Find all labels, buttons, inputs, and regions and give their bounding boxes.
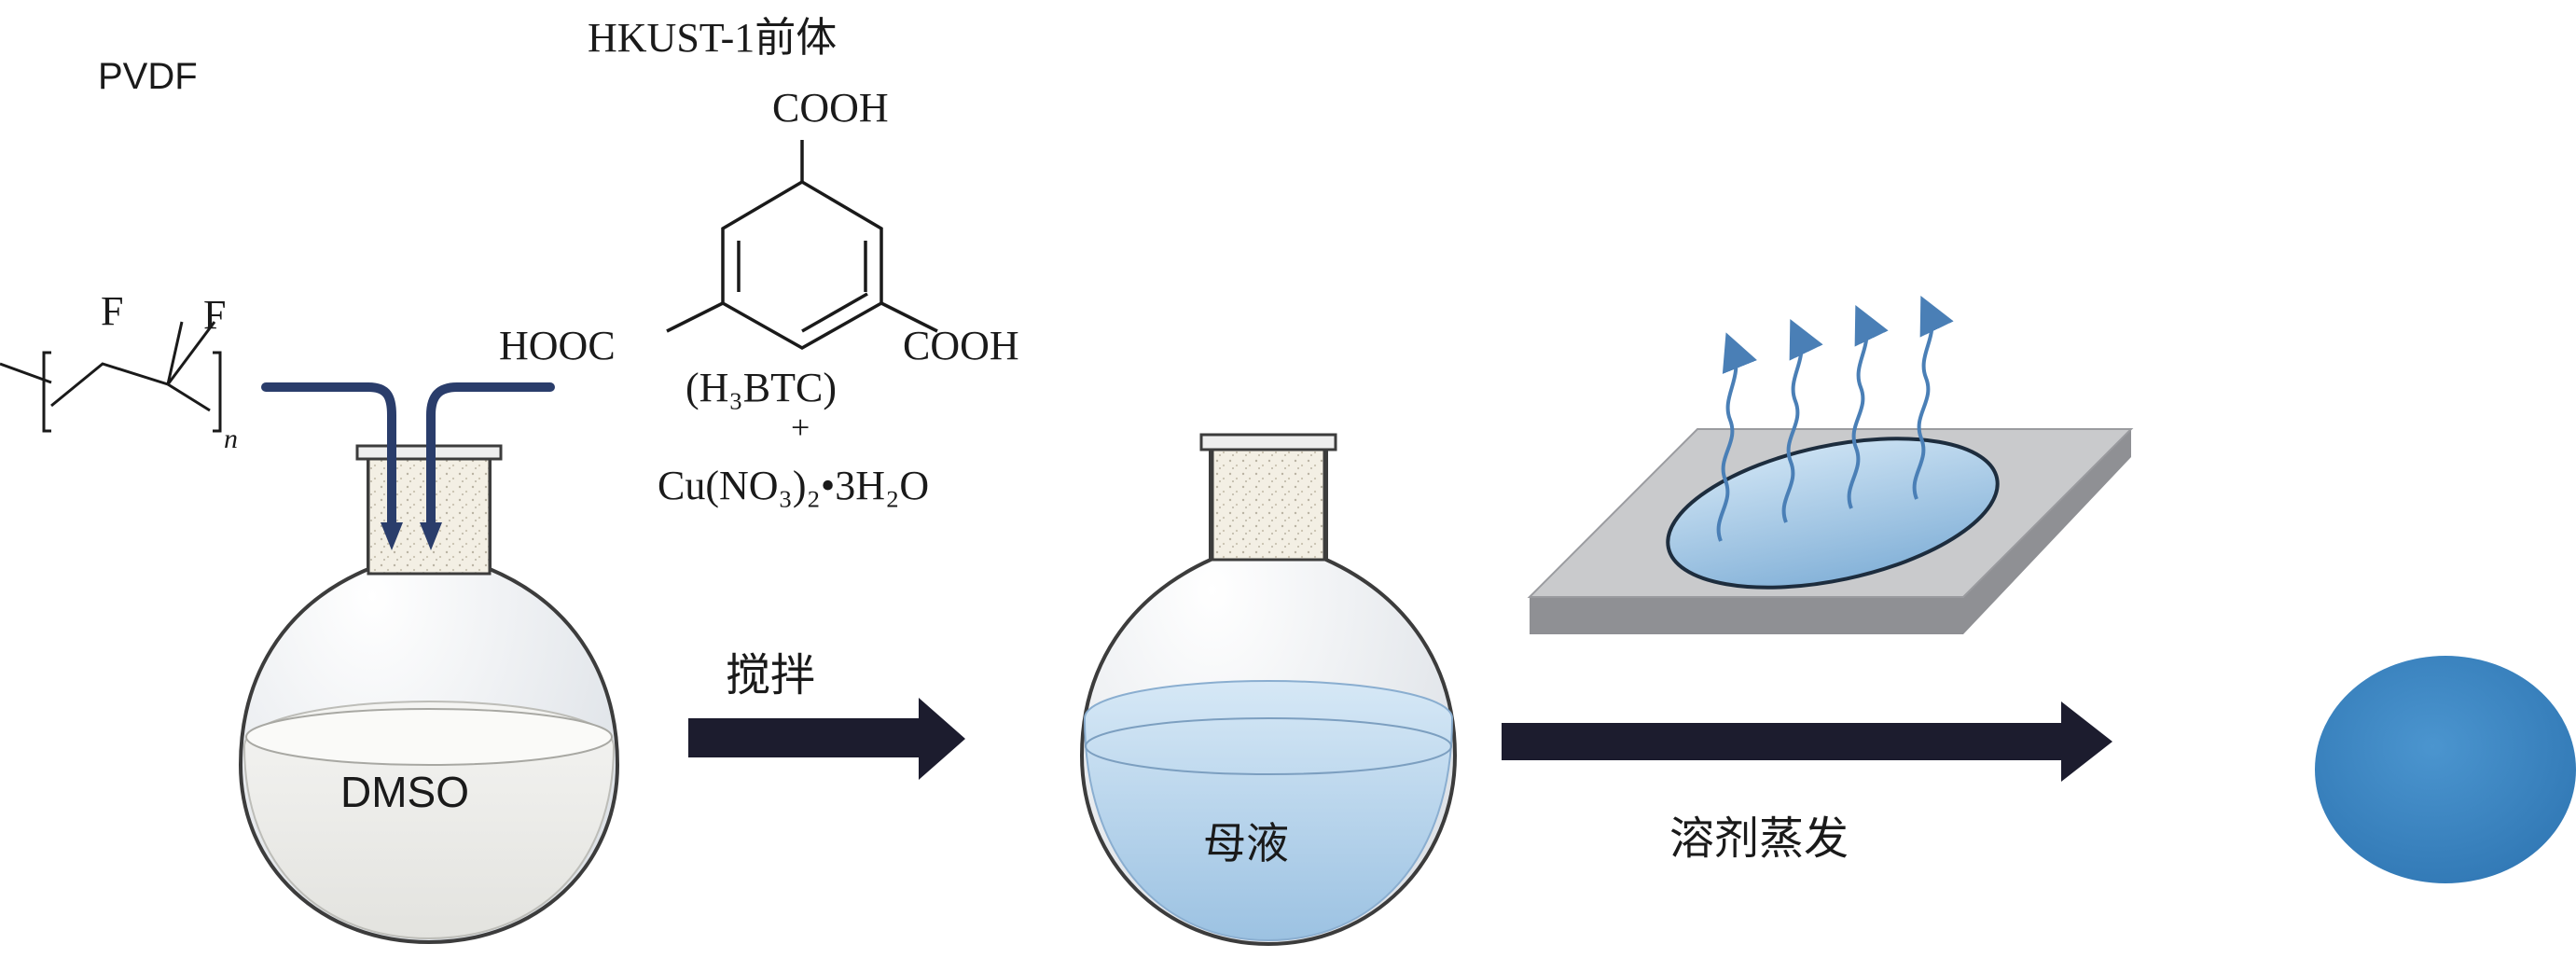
- evaporation-label: 溶剂蒸发: [1669, 814, 1849, 864]
- stir-label: 搅拌: [726, 651, 815, 701]
- pvdf-subscript-n: n: [224, 423, 238, 454]
- pvdf-fluorine-1: F: [101, 288, 123, 334]
- flask-2-neck-stopper: [1211, 446, 1326, 562]
- precursor-title: HKUST-1前体: [588, 15, 837, 61]
- flask-mother-liquor: 母液: [1079, 433, 1458, 947]
- evaporation-plate: [1527, 295, 2134, 634]
- vapor-arrow-3: [1847, 304, 1889, 509]
- flask-2-liquid: [1083, 679, 1454, 942]
- dmso-label: DMSO: [340, 768, 469, 816]
- carboxyl-right: COOH: [903, 323, 1019, 368]
- vapor-arrow-2: [1781, 318, 1823, 523]
- inlet-tubes: [261, 382, 555, 532]
- plate-side: [1530, 429, 2131, 634]
- pvdf-label: PVDF: [98, 56, 198, 97]
- precursor-group: HKUST-1前体 COOH HOOC COOH (H₃BTC) + Cu(NO…: [499, 15, 1019, 508]
- vapor-arrow-1: [1716, 332, 1757, 542]
- pvdf-group: PVDF F F n: [0, 56, 238, 454]
- flask-dmso: DMSO: [238, 382, 620, 945]
- flask-2-liquid-surface: [1085, 717, 1452, 775]
- arrow-evaporation: 溶剂蒸发: [1502, 701, 2112, 864]
- inlet-arrowhead-2: [420, 522, 442, 550]
- vapor-arrows: [1716, 295, 1954, 542]
- evaporation-arrow-shape: [1502, 701, 2112, 782]
- flask-1-liquid-surface: [245, 708, 613, 766]
- pvdf-fluorine-2: F: [203, 292, 226, 338]
- copper-salt: Cu(NO₃)₂•3H₂O: [658, 463, 929, 508]
- flask-2-lip: [1199, 433, 1337, 451]
- stir-arrow-shape: [688, 698, 965, 780]
- pvdf-structure: [0, 321, 222, 433]
- carboxyl-top: COOH: [772, 85, 889, 131]
- ligand-name: (H₃BTC): [686, 365, 837, 410]
- benzene-ring: [666, 140, 938, 351]
- arrow-stir: 搅拌: [688, 651, 965, 780]
- mother-liquor-label: 母液: [1203, 819, 1289, 868]
- plus-sign: +: [791, 409, 810, 446]
- carboxyl-left: HOOC: [499, 323, 616, 368]
- vapor-arrow-4: [1912, 295, 1954, 500]
- composite-film: [2315, 656, 2576, 883]
- inlet-arrowhead-1: [381, 522, 403, 550]
